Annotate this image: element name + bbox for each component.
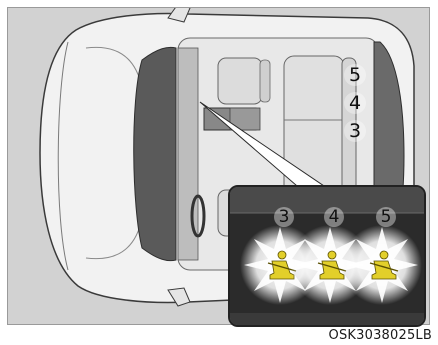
seat-belt-lamp-5 [342,225,422,305]
windshield [134,47,176,260]
indicator-number-5: 5 [376,207,396,227]
seat-marker-5: 5 [344,64,366,86]
seat-marker-4: 4 [344,92,366,114]
image-code: OSK3038025LB [329,328,432,343]
indicator-number-3: 3 [274,207,294,227]
seat-belt-indicator-panel: 3 4 5 [228,185,426,327]
indicator-number-4: 4 [324,207,344,227]
seat-marker-3: 3 [344,120,366,142]
front-seat-left [218,58,262,104]
